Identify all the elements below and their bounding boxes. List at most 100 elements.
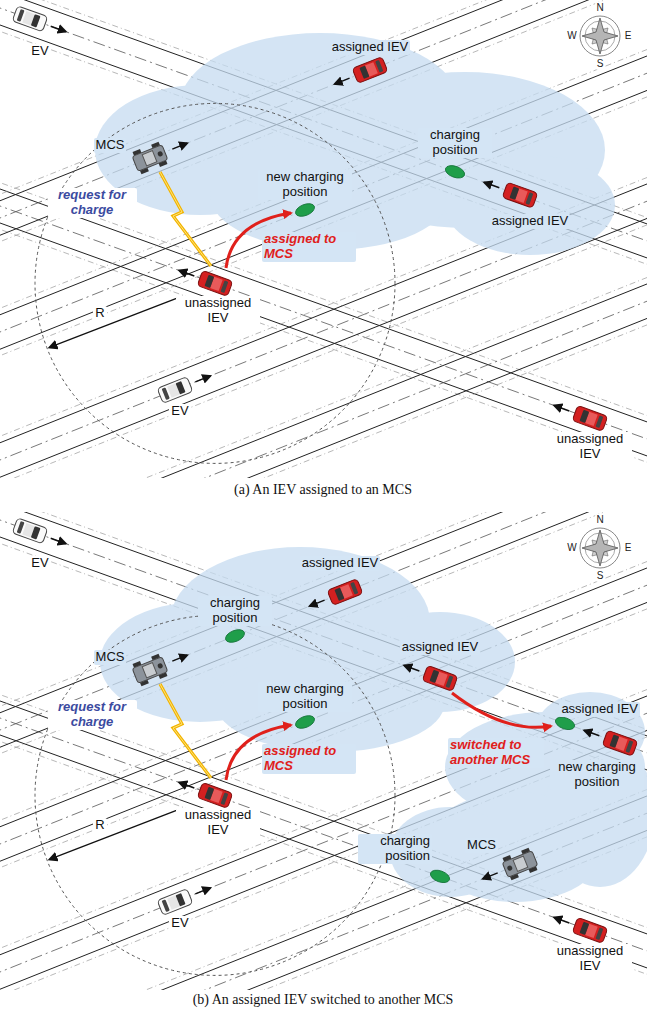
road-line xyxy=(0,540,647,780)
compass-ring xyxy=(580,528,620,568)
car-windshield xyxy=(204,787,214,800)
robot-tower xyxy=(142,663,157,678)
robot-plug xyxy=(157,151,163,157)
car-windshield xyxy=(204,275,214,288)
iev-car xyxy=(582,723,638,756)
map-label: assigned IEV xyxy=(400,640,481,655)
compass-letter: W xyxy=(566,30,577,42)
request-lightning-core xyxy=(160,684,211,778)
car-rear-window xyxy=(350,582,358,595)
panel-content xyxy=(0,512,647,990)
request-lightning xyxy=(160,172,211,266)
map-label: EV xyxy=(169,916,190,931)
compass-letter: S xyxy=(596,570,605,582)
iev-car xyxy=(552,398,608,431)
road-line xyxy=(0,512,647,734)
car-rear-window xyxy=(595,927,603,940)
map-label: unassigned IEV xyxy=(548,944,632,974)
car-windshield xyxy=(176,381,186,394)
compass-star xyxy=(582,530,618,566)
iev-car xyxy=(402,658,458,691)
map-label: EV xyxy=(29,44,50,59)
charging-position xyxy=(224,627,247,645)
car-body xyxy=(12,6,48,32)
map-label: MCS xyxy=(94,650,127,665)
map-label: unassigned IEV xyxy=(176,808,260,838)
panel-content xyxy=(0,0,647,478)
car-windshield xyxy=(579,410,589,423)
ev-car xyxy=(157,368,213,403)
car-body xyxy=(352,57,388,84)
map-label: assigned IEV xyxy=(330,40,411,55)
car-body xyxy=(602,730,638,756)
map-label: EV xyxy=(29,556,50,571)
car-windshield xyxy=(31,14,41,27)
car-body xyxy=(197,782,233,808)
map-label: unassigned IEV xyxy=(548,432,632,462)
direction-arrow xyxy=(51,538,66,543)
request-label: request for charge xyxy=(48,188,137,218)
map-label: R xyxy=(93,306,106,321)
compass-letter: S xyxy=(596,58,605,70)
ev-car xyxy=(12,6,68,39)
map-label: charging position xyxy=(418,128,492,158)
direction-arrow xyxy=(310,600,325,606)
road-line xyxy=(0,214,647,478)
range-circle xyxy=(35,615,395,975)
road-line xyxy=(0,731,647,971)
direction-arrow xyxy=(51,26,66,31)
road-line xyxy=(0,726,647,990)
action-label: switched to another MCS xyxy=(448,738,544,768)
road-line xyxy=(0,219,647,459)
figure-panel xyxy=(0,444,647,1014)
road-line xyxy=(0,28,647,268)
compass-letter: E xyxy=(624,30,633,42)
map-label: new charging position xyxy=(550,760,644,790)
charging-position xyxy=(429,868,452,885)
car-windshield xyxy=(579,922,589,935)
map-label: MCS xyxy=(94,138,127,153)
road-line xyxy=(0,533,647,773)
road-line xyxy=(0,226,647,466)
panel-caption: (a) An IEV assigned to an MCS xyxy=(232,482,414,498)
road-line xyxy=(0,321,647,478)
ev-car xyxy=(157,880,213,915)
direction-arrow xyxy=(584,730,599,735)
request-lightning xyxy=(160,684,211,778)
road-network xyxy=(0,0,647,478)
robot-plug xyxy=(507,865,513,871)
car-rear-window xyxy=(162,899,170,912)
car-windshield xyxy=(334,588,344,601)
charging-position xyxy=(294,201,317,219)
compass-letter: N xyxy=(595,2,604,14)
direction-arrow xyxy=(483,873,498,879)
car-rear-window xyxy=(525,192,533,205)
car-body xyxy=(12,518,48,544)
car-windshield xyxy=(176,893,186,906)
action-label: assigned to MCS xyxy=(262,744,356,774)
figure-panel xyxy=(0,0,647,588)
radius-arrow xyxy=(49,298,177,348)
map-label: EV xyxy=(169,404,190,419)
panel-caption: (b) An assigned IEV switched to another … xyxy=(191,992,456,1008)
coverage-cloud xyxy=(95,33,615,255)
direction-arrow xyxy=(195,888,210,894)
iev-car xyxy=(177,775,233,808)
direction-arrow xyxy=(484,182,499,187)
action-label: assigned to MCS xyxy=(262,232,356,262)
map-label: new charging position xyxy=(258,682,352,712)
iev-car xyxy=(332,57,388,92)
road-line xyxy=(0,512,647,717)
mcs-robot xyxy=(131,644,192,687)
compass-rose xyxy=(580,528,620,568)
map-label: R xyxy=(93,818,106,833)
robot-tower xyxy=(142,151,157,166)
robot-plug xyxy=(157,663,163,669)
road-line xyxy=(0,512,647,733)
switch-arrow xyxy=(452,693,551,727)
map-label: MCS xyxy=(465,838,498,853)
car-body xyxy=(157,889,193,916)
road-line xyxy=(0,21,647,261)
car-body xyxy=(422,665,458,691)
